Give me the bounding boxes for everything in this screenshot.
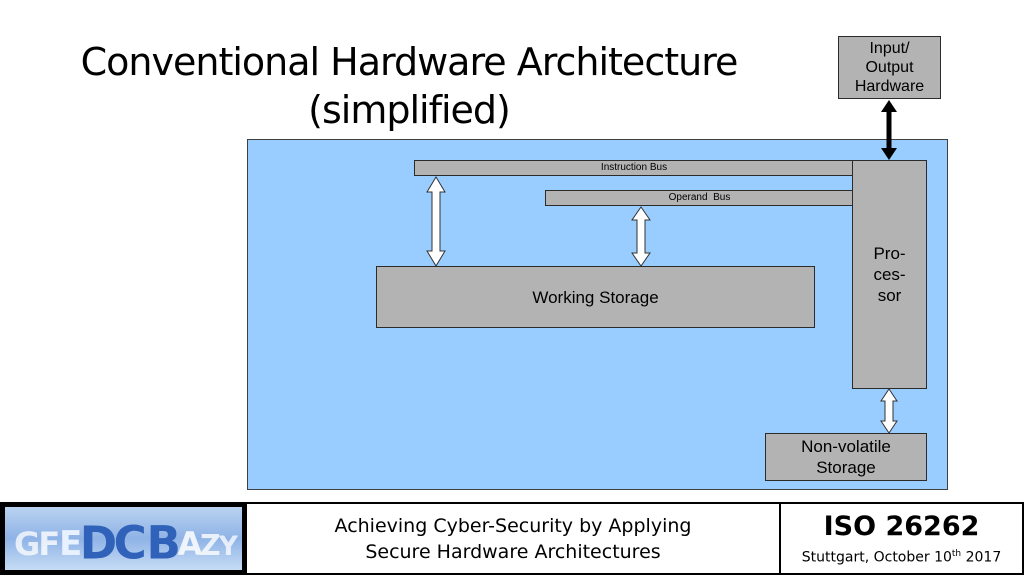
date-suffix: 2017 [961,549,1002,566]
subtitle-line-2: Secure Hardware Architectures [365,540,661,563]
date-sup: th [951,548,962,559]
processor-label-1: Pro- [873,244,906,263]
logo-letter-z: Z [200,529,220,562]
logo-letter-b: B [147,517,181,570]
io-label-2: Output [865,59,914,76]
working-storage-label: Working Storage [532,287,659,307]
nonvolatile-label-1: Non-volatile [801,437,891,456]
io-hardware-box: Input/ Output Hardware [838,36,941,99]
instruction-ws-arrow [426,176,446,267]
conference-name: ISO 26262 [823,510,980,542]
slide-title: Conventional Hardware Architecture (simp… [0,38,818,134]
logo-letter-e: E [59,524,82,563]
logo-letter-g: G [14,525,40,563]
operand-ws-arrow [631,206,651,267]
nonvolatile-storage-box: Non-volatile Storage [765,433,927,481]
footer-subtitle: Achieving Cyber-Security by Applying Sec… [245,502,781,575]
processor-label-3: sor [877,286,902,305]
logo-letter-y: Y [218,532,239,562]
processor-label-2: ces- [873,265,906,284]
footer-logo: G F E D C B A Z Y [0,502,247,575]
title-line-2: (simplified) [308,88,511,132]
processor-nv-arrow [880,388,898,434]
working-storage-box: Working Storage [376,266,815,328]
title-line-1: Conventional Hardware Architecture [80,40,739,84]
io-label-3: Hardware [854,78,925,95]
logo-letter-c: C [114,517,147,570]
nonvolatile-label-2: Storage [816,458,876,477]
logo-letter-a: A [178,525,203,563]
operand-bus-label: Operand Bus [668,192,731,203]
operand-bus: Operand Bus [545,190,854,206]
subtitle-line-1: Achieving Cyber-Security by Applying [334,514,692,537]
io-processor-arrow [881,100,897,160]
logo-letter-d: D [80,517,117,570]
footer-conference: ISO 26262 Stuttgart, October 10th 2017 [779,502,1024,575]
conference-date: Stuttgart, October 10th 2017 [802,544,1001,568]
processor-box: Pro- ces- sor [852,160,927,389]
logo-graphic: G F E D C B A Z Y [14,517,239,570]
io-label-1: Input/ [869,40,910,57]
instruction-bus-label: Instruction Bus [600,162,668,173]
logo-letter-f: F [38,525,60,563]
date-prefix: Stuttgart, October 10 [801,549,952,566]
